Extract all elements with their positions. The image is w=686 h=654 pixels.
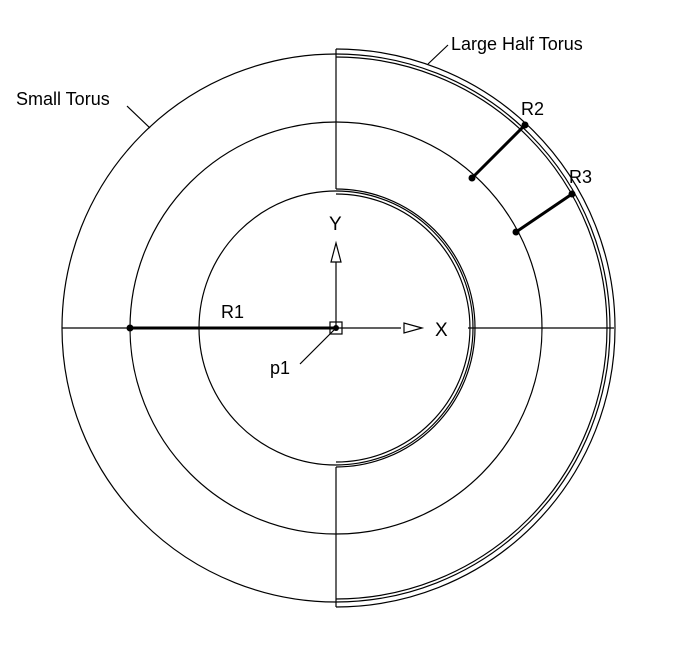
r2-radius-line [470,123,527,180]
r3-end-dot [568,190,576,198]
r3-label: R3 [569,167,592,187]
large-half-torus-outer-arc [335,48,616,608]
large-half-torus-leader-line [427,44,449,65]
x-axis-label: X [435,320,448,341]
r2-label: R2 [521,99,544,119]
r3-radius-line [515,192,573,234]
large-half-torus-label: Large Half Torus [451,34,583,54]
x-axis-arrow-icon [403,322,425,334]
r2-start-dot [468,174,476,182]
p1-label: p1 [270,358,290,378]
small-torus-label: Small Torus [16,89,110,109]
y-axis-arrow-icon [330,240,342,263]
r2-end-dot [521,121,529,129]
p1-leader-line [299,327,337,365]
small-torus-leader-line [126,105,151,129]
r1-start-dot [126,324,134,332]
r1-label: R1 [221,302,244,322]
r3-start-dot [512,228,520,236]
y-axis-label: Y [329,214,342,235]
